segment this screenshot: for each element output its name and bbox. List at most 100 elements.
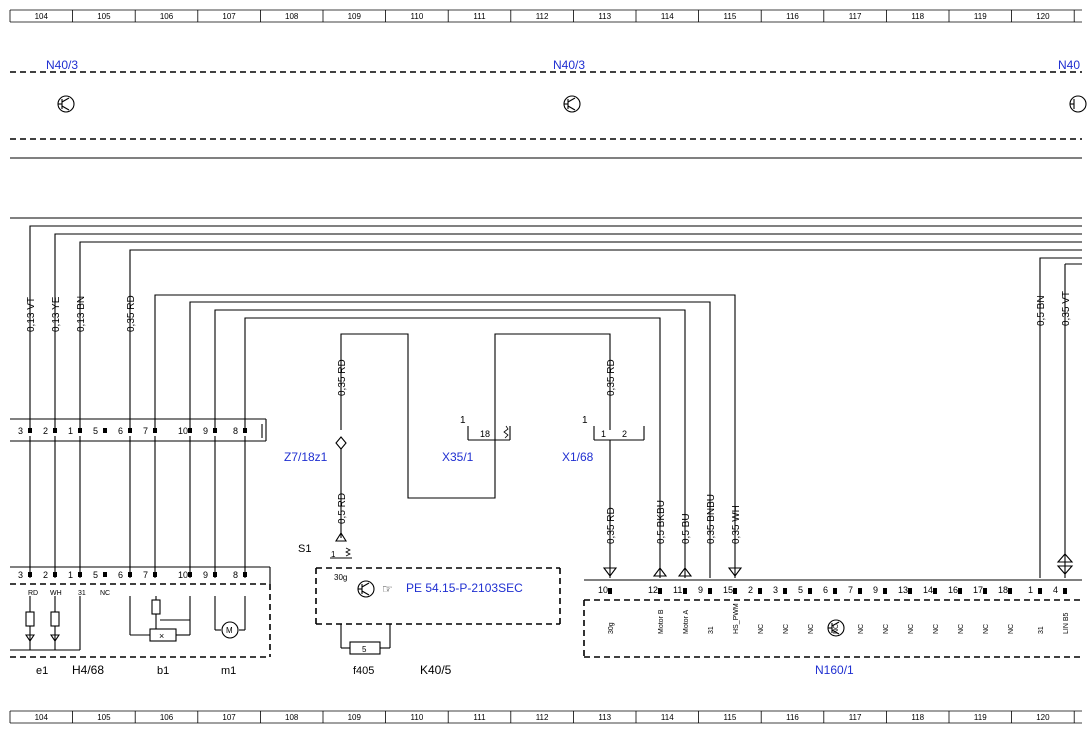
pin-terminal (908, 588, 912, 594)
pin-terminal (213, 428, 217, 433)
wire-label: 0,5 BU (681, 513, 692, 544)
pin-terminal (128, 428, 132, 433)
motor-m1: M (214, 596, 246, 639)
grid-label: 116 (786, 713, 799, 722)
pin-number: 10 (178, 426, 188, 436)
grid-label: 107 (222, 713, 236, 722)
component-label-n160: N160/1 (815, 663, 854, 677)
pin-terminal (858, 588, 862, 594)
pin-terminal (1008, 588, 1012, 594)
pin-terminal (28, 572, 32, 577)
grid-label: 109 (348, 713, 362, 722)
x1-pin: 1 (582, 415, 588, 426)
grid-label: 106 (160, 12, 174, 21)
pin-terminal (658, 588, 662, 594)
grid-label: 112 (536, 713, 549, 722)
pin-number: 7 (143, 426, 148, 436)
pin-terminal (608, 588, 612, 594)
grid-label: 117 (849, 12, 862, 21)
grid-label: 111 (473, 713, 486, 722)
wire-label: 0,35 VT (1061, 291, 1072, 326)
pin-tag: NC (758, 624, 765, 634)
pin-tag: LIN B5 (1063, 612, 1070, 634)
module-n160: N160/1 (583, 579, 1082, 677)
pin-number: 1 (1028, 585, 1033, 595)
signal-arrows (602, 553, 1074, 577)
grid-label: 118 (911, 713, 924, 722)
upper-connector (10, 418, 267, 442)
grid-label: 114 (661, 12, 674, 21)
pin-tag: NC (908, 624, 915, 634)
pin-number: 12 (648, 585, 658, 595)
grid-label: 107 (222, 12, 236, 21)
pin-terminal (733, 588, 737, 594)
pin-number: 5 (93, 426, 98, 436)
wire-label: 0,13 BN (76, 296, 87, 332)
motor-icon: M (226, 626, 233, 635)
reference-link[interactable]: PE 54.15-P-2103SEC (406, 581, 523, 595)
pin-tag: NC (958, 624, 965, 634)
pin-number: 7 (143, 570, 148, 580)
grid-label: 111 (473, 12, 486, 21)
grid-label: 108 (285, 713, 299, 722)
connector-x1: 1 1 2 X1/68 (562, 415, 645, 464)
pin-number: 2 (43, 426, 48, 436)
pin-terminal (933, 588, 937, 594)
pin-terminal (213, 572, 217, 577)
pin-number: 10 (178, 570, 188, 580)
pin-terminal (78, 572, 82, 577)
grid-label: 110 (411, 12, 424, 21)
pin-tag: WH (50, 590, 62, 597)
lamp-e1 (10, 596, 81, 651)
grid-label: 105 (97, 713, 111, 722)
pin-number: 5 (93, 570, 98, 580)
pin-number: 9 (873, 585, 878, 595)
s1-label: S1 (298, 543, 311, 555)
wire-label: 0,13 VT (26, 297, 37, 332)
pin-number: 2 (43, 570, 48, 580)
pin-terminal (783, 588, 787, 594)
grid-label: 108 (285, 12, 299, 21)
component-label-m1: m1 (221, 665, 236, 677)
pin-number: 10 (598, 585, 608, 595)
component-label-x35: X35/1 (442, 450, 474, 464)
fuse-value: 5 (362, 645, 367, 654)
pin-number: 3 (773, 585, 778, 595)
pin-number: 9 (203, 570, 208, 580)
pin-number: 7 (848, 585, 853, 595)
component-label-x1: X1/68 (562, 450, 594, 464)
pin-terminal (243, 572, 247, 577)
pin-number: 6 (118, 570, 123, 580)
pin-terminal (128, 572, 132, 577)
pin-number: 1 (68, 426, 73, 436)
pin-terminal (78, 428, 82, 433)
sensor-symbol: × (159, 631, 164, 641)
pin-tag: NC (983, 624, 990, 634)
pin-number: 18 (998, 585, 1008, 595)
pin-tag: NC (883, 624, 890, 634)
wire-label: 0,35 RD (337, 359, 348, 396)
grid-label: 105 (97, 12, 111, 21)
pin-number: 8 (233, 426, 238, 436)
grid-label: 119 (974, 713, 987, 722)
pin-tag: NC (783, 624, 790, 634)
transistor-icon (563, 95, 581, 113)
pin-tag: 30g (608, 622, 615, 634)
grid-label: 119 (974, 12, 987, 21)
pin-number: 1 (68, 570, 73, 580)
pin-terminal (808, 588, 812, 594)
transistor-icon (827, 619, 845, 637)
pin-terminal (833, 588, 837, 594)
pin-number: 9 (698, 585, 703, 595)
pin-terminal (1063, 588, 1067, 594)
s1-pin: 1 (331, 550, 336, 559)
pin-terminal (28, 428, 32, 433)
pin-tag: Motor B (658, 609, 665, 634)
pin-terminal (958, 588, 962, 594)
grid-label: 109 (348, 12, 362, 21)
wire-label: 0,35 RD (606, 359, 617, 396)
wire-label: 0,35 WH (731, 505, 742, 544)
pin-number: 4 (1053, 585, 1058, 595)
